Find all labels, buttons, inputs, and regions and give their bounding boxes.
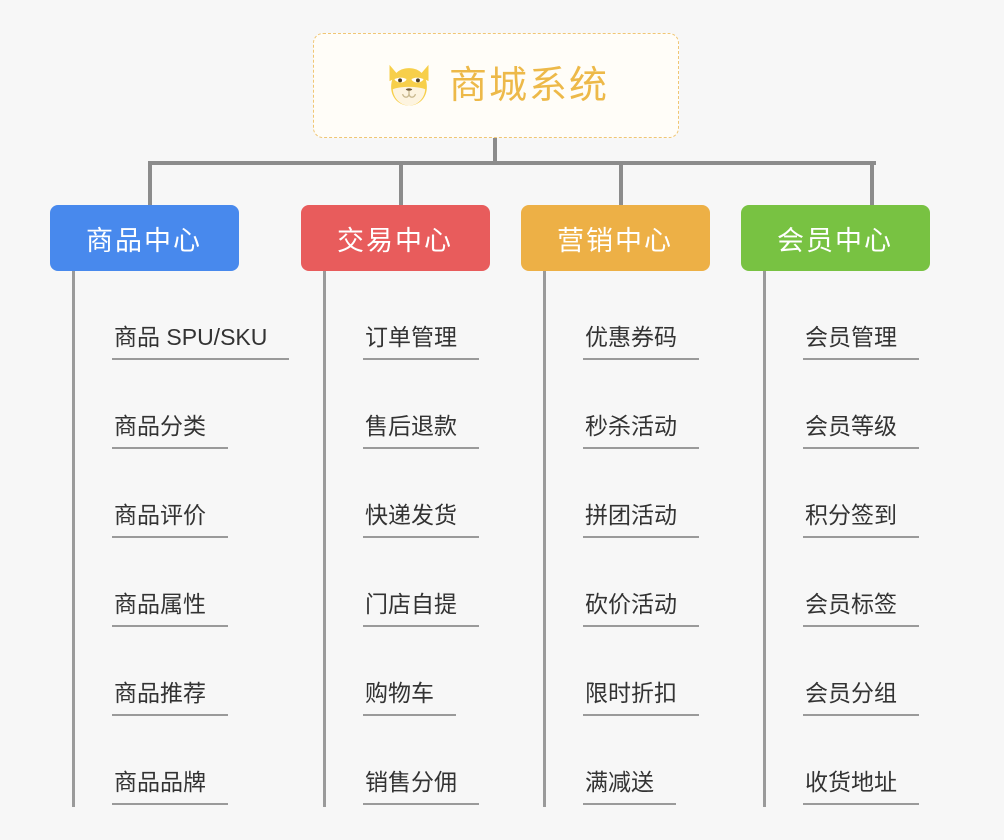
- branch-column-4: 会员中心 会员管理 会员等级 积分签到 会员标签 会员分组 收货地址: [741, 205, 930, 807]
- connector-drop-4: [870, 161, 874, 207]
- leaf-label: 收货地址: [803, 771, 919, 805]
- leaf-label: 拼团活动: [583, 504, 699, 538]
- leaf-list-2: 订单管理 售后退款 快递发货 门店自提 购物车 销售分佣: [323, 271, 479, 805]
- leaf-label: 售后退款: [363, 415, 479, 449]
- leaf-label: 砍价活动: [583, 593, 699, 627]
- category-header-3[interactable]: 营销中心: [521, 205, 710, 271]
- leaf-label: 商品推荐: [112, 682, 228, 716]
- category-title: 营销中心: [557, 225, 673, 256]
- connector-drop-1: [148, 161, 152, 207]
- trunk-line-4: [763, 271, 766, 807]
- leaf-label: 商品分类: [112, 415, 228, 449]
- connector-horizontal-bus: [150, 161, 876, 165]
- leaf-label: 销售分佣: [363, 771, 479, 805]
- list-item[interactable]: 满减送: [543, 716, 699, 805]
- category-header-1[interactable]: 商品中心: [50, 205, 239, 271]
- leaf-label: 购物车: [363, 682, 456, 716]
- leaf-list-1: 商品 SPU/SKU 商品分类 商品评价 商品属性 商品推荐 商品品牌: [72, 271, 290, 805]
- leaf-label: 会员标签: [803, 593, 919, 627]
- list-item[interactable]: 收货地址: [763, 716, 919, 805]
- category-title: 会员中心: [777, 225, 893, 256]
- list-item[interactable]: 售后退款: [323, 360, 479, 449]
- list-item[interactable]: 会员分组: [763, 627, 919, 716]
- leaf-label: 商品品牌: [112, 771, 228, 805]
- list-item[interactable]: 门店自提: [323, 538, 479, 627]
- leaf-label: 商品 SPU/SKU: [112, 326, 290, 360]
- branch-column-1: 商品中心 商品 SPU/SKU 商品分类 商品评价 商品属性 商品推荐 商品品牌: [50, 205, 290, 807]
- leaf-label: 满减送: [583, 771, 676, 805]
- trunk-line-3: [543, 271, 546, 807]
- list-item[interactable]: 砍价活动: [543, 538, 699, 627]
- trunk-line-2: [323, 271, 326, 807]
- list-item[interactable]: 购物车: [323, 627, 479, 716]
- list-item[interactable]: 销售分佣: [323, 716, 479, 805]
- leaf-label: 积分签到: [803, 504, 919, 538]
- list-item[interactable]: 积分签到: [763, 449, 919, 538]
- list-item[interactable]: 会员标签: [763, 538, 919, 627]
- list-item[interactable]: 商品评价: [72, 449, 289, 538]
- leaf-label: 商品属性: [112, 593, 228, 627]
- leaf-label: 快递发货: [363, 504, 479, 538]
- category-header-2[interactable]: 交易中心: [301, 205, 490, 271]
- leaf-label: 会员分组: [803, 682, 919, 716]
- root-node[interactable]: 商城系统: [313, 33, 679, 138]
- leaf-label: 限时折扣: [583, 682, 699, 716]
- list-item[interactable]: 秒杀活动: [543, 360, 699, 449]
- connector-drop-2: [399, 161, 403, 207]
- shiba-dog-icon: [389, 64, 429, 105]
- leaf-list-4: 会员管理 会员等级 积分签到 会员标签 会员分组 收货地址: [763, 271, 919, 805]
- leaf-label: 优惠券码: [583, 326, 699, 360]
- list-item[interactable]: 会员管理: [763, 271, 919, 360]
- leaf-label: 秒杀活动: [583, 415, 699, 449]
- leaf-label: 订单管理: [363, 326, 479, 360]
- category-title: 交易中心: [337, 225, 453, 256]
- trunk-line-1: [72, 271, 75, 807]
- list-item[interactable]: 商品品牌: [72, 716, 289, 805]
- leaf-list-3: 优惠券码 秒杀活动 拼团活动 砍价活动 限时折扣 满减送: [543, 271, 699, 805]
- list-item[interactable]: 限时折扣: [543, 627, 699, 716]
- list-item[interactable]: 优惠券码: [543, 271, 699, 360]
- branch-column-3: 营销中心 优惠券码 秒杀活动 拼团活动 砍价活动 限时折扣 满减送: [521, 205, 710, 807]
- list-item[interactable]: 订单管理: [323, 271, 479, 360]
- leaf-label: 会员管理: [803, 326, 919, 360]
- branch-column-2: 交易中心 订单管理 售后退款 快递发货 门店自提 购物车 销售分佣: [301, 205, 490, 807]
- list-item[interactable]: 拼团活动: [543, 449, 699, 538]
- list-item[interactable]: 商品 SPU/SKU: [72, 271, 290, 360]
- category-header-4[interactable]: 会员中心: [741, 205, 930, 271]
- leaf-label: 门店自提: [363, 593, 479, 627]
- list-item[interactable]: 快递发货: [323, 449, 479, 538]
- connector-root-stem: [493, 138, 497, 164]
- connector-drop-3: [619, 161, 623, 207]
- leaf-label: 会员等级: [803, 415, 919, 449]
- list-item[interactable]: 商品推荐: [72, 627, 289, 716]
- root-title: 商城系统: [448, 64, 609, 107]
- category-title: 商品中心: [86, 225, 202, 256]
- leaf-label: 商品评价: [112, 504, 228, 538]
- list-item[interactable]: 商品属性: [72, 538, 289, 627]
- list-item[interactable]: 商品分类: [72, 360, 289, 449]
- list-item[interactable]: 会员等级: [763, 360, 919, 449]
